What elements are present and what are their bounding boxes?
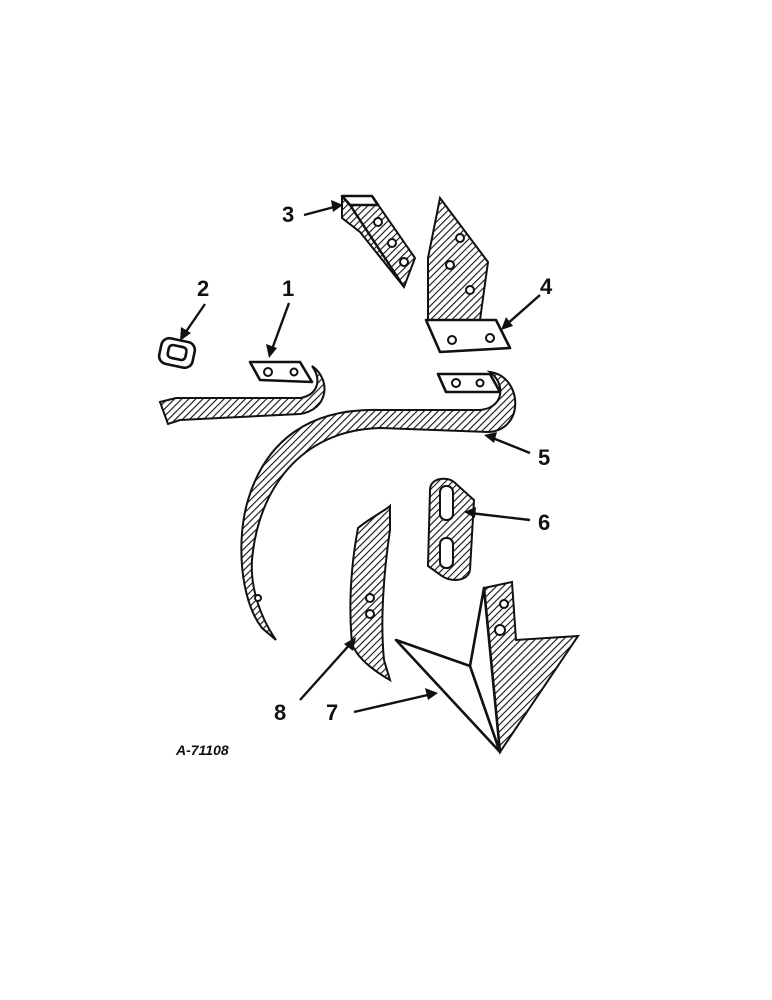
callout-1: 1 xyxy=(282,276,294,301)
shank-bracket-icon xyxy=(158,360,326,426)
point-shovel-icon xyxy=(349,503,392,683)
callout-5: 5 xyxy=(538,445,550,470)
callout-4: 4 xyxy=(540,274,553,299)
callout-2: 2 xyxy=(197,276,209,301)
sweep-shovel-icon xyxy=(394,580,580,755)
slotted-plate-icon xyxy=(426,477,476,581)
figure-id: A-71108 xyxy=(175,742,229,758)
leader-lines xyxy=(180,200,541,714)
spring-shank-icon xyxy=(240,370,517,641)
callout-6: 6 xyxy=(538,510,550,535)
washer-icon xyxy=(157,336,197,370)
callout-3: 3 xyxy=(282,202,294,227)
clamp-plate-icon xyxy=(340,194,417,289)
callout-7: 7 xyxy=(326,700,338,725)
callout-8: 8 xyxy=(274,700,286,725)
angle-bracket-icon xyxy=(424,195,512,354)
